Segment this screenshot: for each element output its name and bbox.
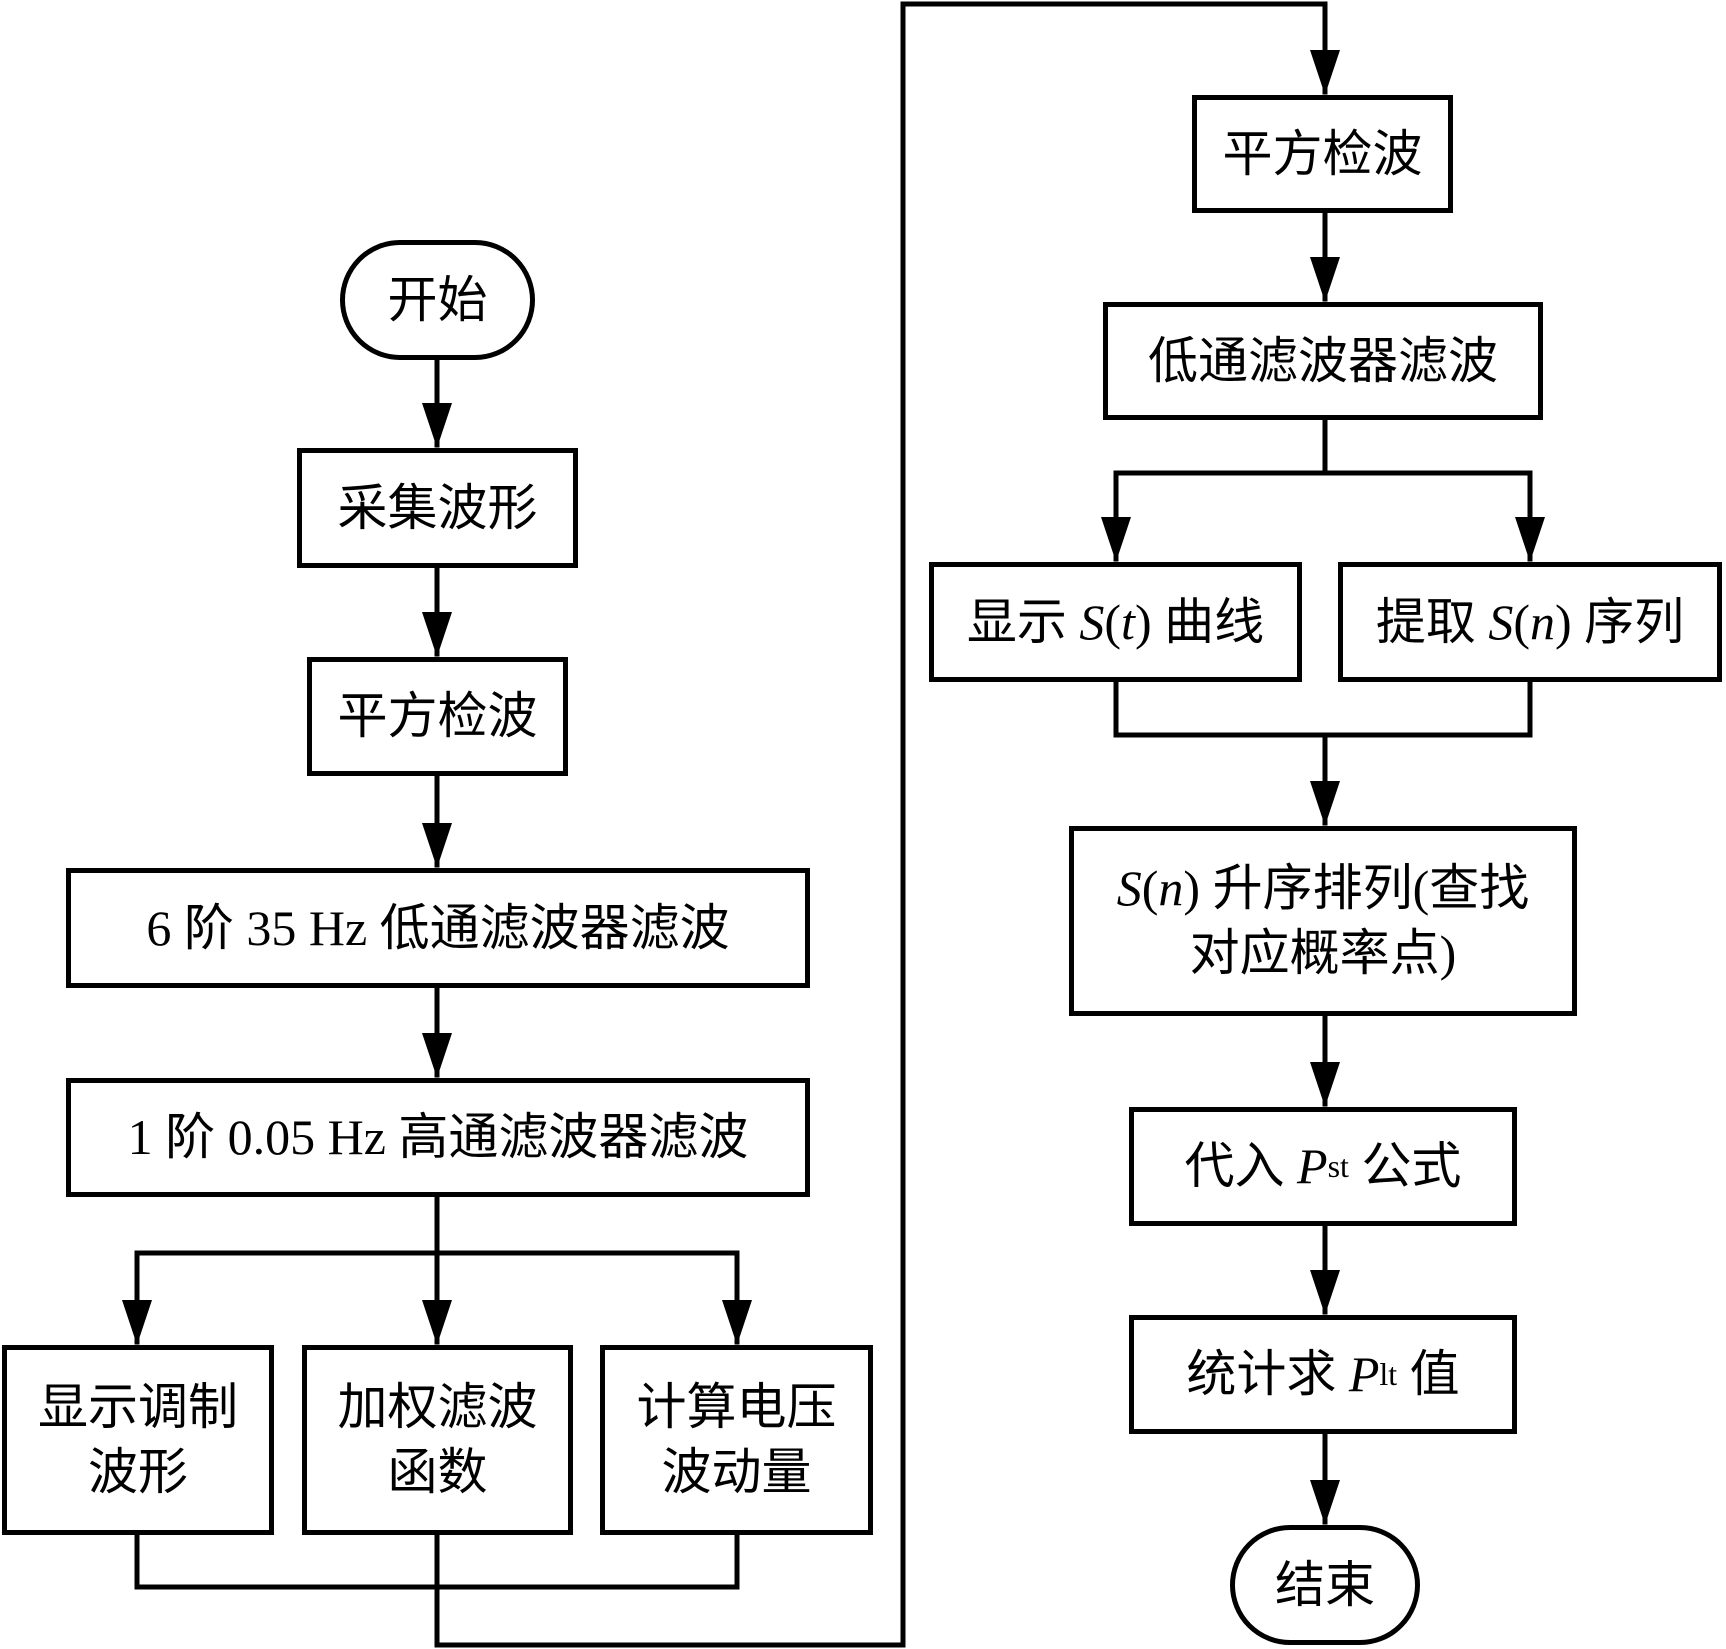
paren-close: ) [1555, 593, 1572, 650]
sort-sn-var: S [1116, 860, 1142, 916]
square-detect-label-2: 平方检波 [1222, 125, 1423, 182]
arrowhead-icon [422, 612, 452, 657]
show-st-arg: t [1121, 593, 1135, 650]
weighting-filter-line1: 加权滤波 [337, 1379, 538, 1435]
paren-close: ) [1183, 860, 1201, 916]
sort-sn-rest: 升序排列(查找 [1200, 860, 1530, 916]
lowpass-box-2: 低通滤波器滤波 [1103, 302, 1543, 420]
extract-sn-pre: 提取 [1375, 593, 1489, 650]
show-modulated-line2: 波形 [88, 1444, 188, 1500]
show-st-box: 显示 S(t) 曲线 [929, 562, 1302, 682]
show-st-var: S [1079, 593, 1105, 650]
acquire-label: 采集波形 [337, 479, 538, 536]
voltage-fluct-line1: 计算电压 [636, 1379, 837, 1435]
extract-sn-post: 序列 [1571, 593, 1685, 650]
show-modulated-box: 显示调制 波形 [2, 1345, 274, 1535]
arrowhead-icon [1310, 257, 1340, 302]
start-label: 开始 [387, 271, 488, 328]
sort-sn-line1: S(n) 升序排列(查找 [1117, 856, 1529, 921]
pst-var: P [1297, 1138, 1328, 1194]
plt-sub: lt [1379, 1355, 1398, 1392]
arrowhead-icon [1310, 1270, 1340, 1315]
edge-cross-to-right [434, 1, 1328, 1648]
highpass-1st-box: 1 阶 0.05 Hz 高通滤波器滤波 [66, 1078, 810, 1197]
arrowhead-icon [1101, 517, 1131, 562]
extract-sn-var: S [1488, 593, 1514, 650]
arrowhead-icon [422, 1300, 452, 1345]
highpass-1st-label: 1 阶 0.05 Hz 高通滤波器滤波 [127, 1109, 749, 1165]
plt-post: 值 [1397, 1346, 1460, 1402]
pst-sub: st [1327, 1147, 1349, 1184]
end-label: 结束 [1275, 1556, 1375, 1613]
sort-sn-line2: 对应概率点) [1189, 925, 1457, 981]
arrowhead-icon [1310, 1480, 1340, 1525]
join-bar-right [1113, 679, 1533, 738]
paren-close: ) [1134, 593, 1152, 650]
voltage-fluct-line2: 波动量 [661, 1444, 812, 1500]
extract-sn-box: 提取 S(n) 序列 [1338, 562, 1722, 682]
arrowhead-icon [422, 1033, 452, 1078]
arrowhead-icon [1310, 50, 1340, 95]
show-modulated-line1: 显示调制 [38, 1379, 238, 1435]
paren-open: ( [1141, 860, 1159, 916]
sort-sn-box: S(n) 升序排列(查找 对应概率点) [1069, 826, 1577, 1016]
show-st-pre: 显示 [966, 593, 1080, 650]
pst-post: 公式 [1348, 1138, 1462, 1194]
lowpass-label-2: 低通滤波器滤波 [1148, 332, 1498, 389]
paren-open: ( [1104, 593, 1122, 650]
square-detect-box-1: 平方检波 [307, 657, 568, 776]
arrowhead-icon [422, 403, 452, 448]
arrowhead-icon [1515, 517, 1545, 562]
arrowhead-icon [1310, 1062, 1340, 1107]
plt-pre: 统计求 [1186, 1346, 1349, 1402]
voltage-fluctuation-box: 计算电压 波动量 [600, 1345, 873, 1535]
start-terminal: 开始 [340, 240, 535, 360]
arrowhead-icon [722, 1300, 752, 1345]
arrowhead-icon [122, 1300, 152, 1345]
arrowhead-icon [422, 823, 452, 868]
acquire-waveform-box: 采集波形 [297, 448, 578, 568]
weighting-filter-line2: 函数 [387, 1444, 488, 1500]
square-detect-label-1: 平方检波 [337, 688, 538, 744]
end-terminal: 结束 [1230, 1525, 1420, 1645]
square-detect-box-2: 平方检波 [1192, 95, 1453, 213]
pst-pre: 代入 [1184, 1138, 1298, 1194]
lowpass-6th-label: 6 阶 35 Hz 低通滤波器滤波 [146, 899, 730, 956]
weighting-filter-box: 加权滤波 函数 [302, 1345, 573, 1535]
arrowhead-icon [1310, 781, 1340, 826]
extract-sn-arg: n [1530, 593, 1555, 650]
plt-var: P [1348, 1346, 1380, 1402]
show-st-post: 曲线 [1151, 593, 1265, 650]
sort-sn-arg: n [1158, 860, 1184, 916]
lowpass-6th-box: 6 阶 35 Hz 低通滤波器滤波 [66, 868, 810, 988]
paren-open: ( [1513, 593, 1530, 650]
branch-bar-right [1113, 470, 1533, 562]
